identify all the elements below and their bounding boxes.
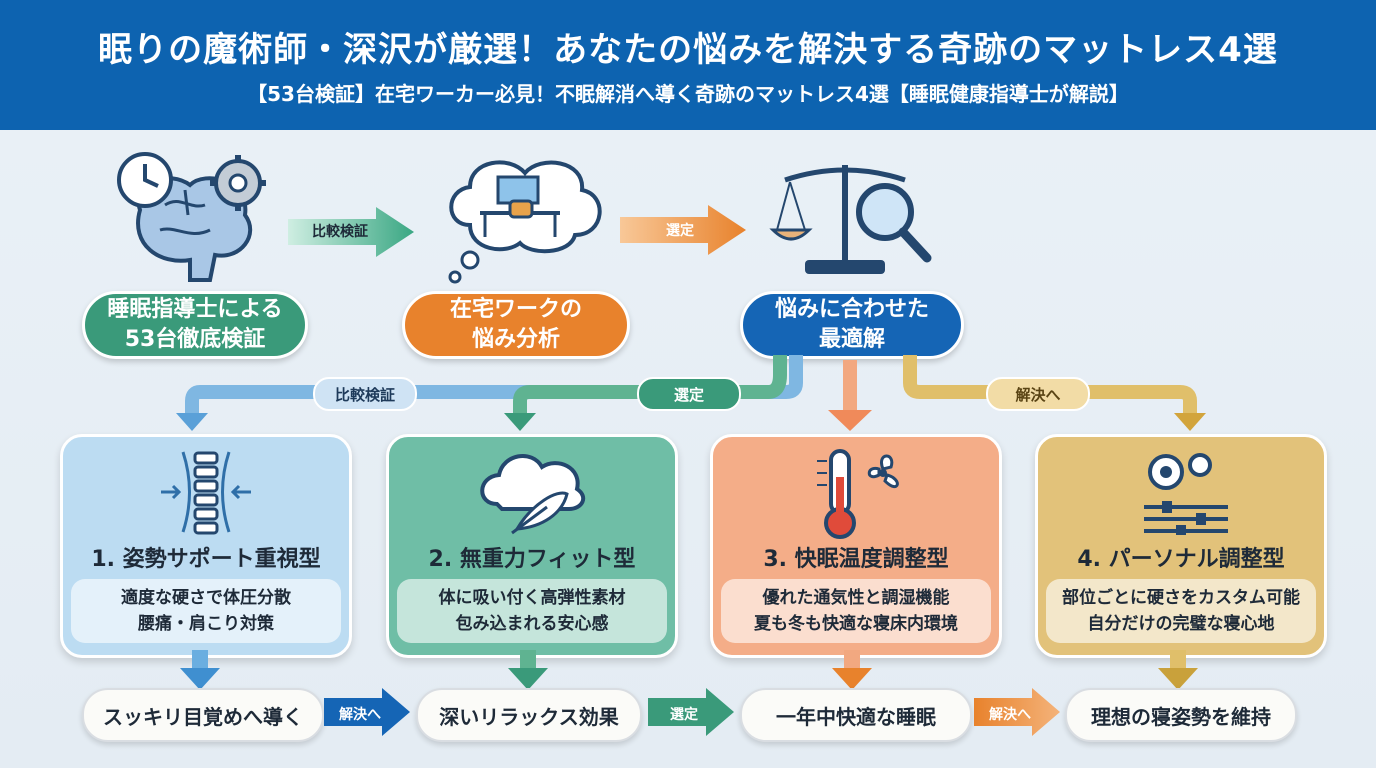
card-personal-adjust: 4. パーソナル調整型 部位ごとに硬さをカスタム可能 自分だけの完璧な寝心地 (1035, 434, 1327, 658)
gears-sliders-icon (1144, 453, 1228, 535)
card-desc-line-2: 自分だけの完璧な寝心地 (1087, 614, 1275, 634)
brain-clock-gear-icon (117, 152, 266, 282)
card-desc: 体に吸い付く高弾性素材 包み込まれる安心感 (397, 579, 667, 643)
down-arrow-2 (508, 650, 548, 690)
spine-icon (161, 451, 251, 535)
card-title: 2. 無重力フィット型 (428, 547, 636, 572)
result-deep-relax: 深いリラックス効果 (416, 688, 642, 742)
down-arrow-4 (1158, 650, 1198, 690)
card-desc: 部位ごとに硬さをカスタム可能 自分だけの完璧な寝心地 (1046, 579, 1316, 643)
card-desc-line-1: 優れた通気性と調湿機能 (762, 588, 950, 608)
card-desc-line-1: 適度な硬さで体圧分散 (121, 588, 291, 608)
card-title: 4. パーソナル調整型 (1077, 547, 1285, 572)
bottom-arrow-label-2: 選定 (670, 707, 698, 723)
connector-arrow-2 (620, 205, 746, 255)
down-arrow-1 (180, 650, 220, 690)
branch-tag-compare: 比較検証 (313, 377, 417, 411)
branch-tag-select: 選定 (637, 377, 741, 411)
step-verification-pill: 睡眠指導士による 53台徹底検証 (82, 291, 308, 359)
card-zero-gravity: 2. 無重力フィット型 体に吸い付く高弾性素材 包み込まれる安心感 (386, 434, 678, 658)
down-arrow-3 (832, 650, 872, 690)
card-desc-line-2: 夏も冬も快適な寝床内環境 (754, 614, 958, 634)
cloud-feather-icon (480, 454, 586, 535)
card-posture-support: 1. 姿勢サポート重視型 適度な硬さで体圧分散 腰痛・肩こり対策 (60, 434, 352, 658)
step-solution-pill: 悩みに合わせた 最適解 (740, 291, 964, 359)
card-title: 3. 快眠温度調整型 (763, 547, 949, 572)
branch-tag-solve: 解決へ (986, 377, 1090, 411)
card-temperature-control: 3. 快眠温度調整型 優れた通気性と調湿機能 夏も冬も快適な寝床内環境 (710, 434, 1002, 658)
page-title: 眠りの魔術師・深沢が厳選！あなたの悩みを解決する奇跡のマットレス4選 (98, 30, 1278, 70)
connector-arrow-1 (288, 207, 414, 257)
bottom-arrow-label-1: 解決へ (339, 707, 381, 723)
bottom-arrow-2 (648, 688, 734, 736)
home-office-thought-icon (448, 160, 602, 284)
connector-label-1: 比較検証 (312, 224, 368, 240)
card-desc-line-1: 体に吸い付く高弾性素材 (438, 588, 626, 608)
card-title: 1. 姿勢サポート重視型 (91, 547, 321, 572)
page-subtitle: 【53台検証】在宅ワーカー必見！不眠解消へ導く奇跡のマットレス4選【睡眠健康指導… (247, 82, 1129, 106)
thermometer-fan-icon (817, 449, 899, 539)
result-ideal-posture: 理想の寝姿勢を維持 (1065, 688, 1297, 742)
card-desc: 適度な硬さで体圧分散 腰痛・肩こり対策 (71, 579, 341, 643)
bottom-arrow-3 (974, 688, 1060, 736)
card-desc-line-2: 包み込まれる安心感 (455, 614, 609, 634)
result-refreshing-wake: スッキリ目覚めへ導く (82, 688, 324, 742)
card-desc: 優れた通気性と調湿機能 夏も冬も快適な寝床内環境 (721, 579, 991, 643)
result-yearround-sleep: 一年中快適な睡眠 (740, 688, 972, 742)
card-desc-line-1: 部位ごとに硬さをカスタム可能 (1062, 588, 1300, 608)
bottom-arrow-label-3: 解決へ (989, 707, 1031, 723)
header-banner: 眠りの魔術師・深沢が厳選！あなたの悩みを解決する奇跡のマットレス4選 【53台検… (0, 0, 1376, 130)
card-desc-line-2: 腰痛・肩こり対策 (138, 614, 274, 634)
bottom-arrow-1 (324, 688, 410, 736)
step-analysis-pill: 在宅ワークの 悩み分析 (402, 291, 630, 359)
connector-label-2: 選定 (666, 223, 694, 239)
scale-magnifier-icon (769, 165, 932, 274)
